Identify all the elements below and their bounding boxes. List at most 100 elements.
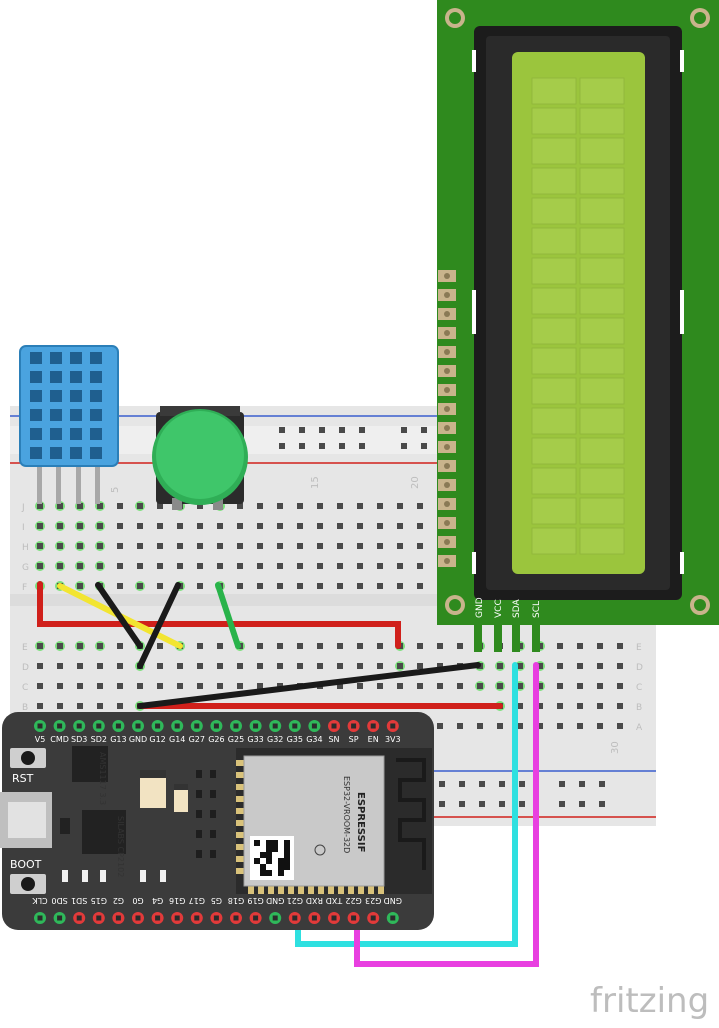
bb-hole bbox=[297, 543, 303, 549]
bb-hole bbox=[277, 583, 283, 589]
bb-hole bbox=[97, 703, 103, 709]
bb-hole bbox=[377, 563, 383, 569]
rail-hole bbox=[519, 781, 525, 787]
esp32-pin: CMD bbox=[50, 720, 69, 744]
rail-hole bbox=[479, 801, 485, 807]
bb-hole bbox=[37, 663, 43, 669]
wire-black-1 bbox=[95, 582, 143, 649]
bb-hole bbox=[35, 521, 45, 531]
usb-uart-chip bbox=[82, 810, 126, 854]
esp32-pin-label: GND bbox=[129, 735, 147, 744]
wire-red-upper bbox=[37, 581, 401, 649]
esp32-pin: G4 bbox=[151, 896, 164, 924]
bb-hole bbox=[297, 503, 303, 509]
bb-hole bbox=[577, 723, 583, 729]
bb-hole bbox=[157, 523, 163, 529]
bb-hole bbox=[77, 683, 83, 689]
bb-hole bbox=[457, 683, 463, 689]
bb-hole bbox=[557, 643, 563, 649]
bb-hole bbox=[537, 723, 543, 729]
bb-hole bbox=[597, 723, 603, 729]
bb-hole bbox=[137, 523, 143, 529]
bb-hole bbox=[357, 543, 363, 549]
bb-hole bbox=[297, 583, 303, 589]
push-button[interactable] bbox=[152, 406, 248, 510]
bb-hole bbox=[55, 561, 65, 571]
esp32-pin-label: G5 bbox=[211, 896, 222, 905]
esp32-pin: RXD bbox=[306, 896, 323, 924]
esp32-pin: G18 bbox=[228, 896, 244, 924]
rail-hole bbox=[401, 443, 407, 449]
esp32-pin-label: TXD bbox=[326, 896, 344, 905]
esp32-pin-label: G14 bbox=[169, 735, 185, 744]
bb-row-letter: B bbox=[636, 703, 642, 713]
bb-hole bbox=[95, 521, 105, 531]
bb-hole bbox=[95, 561, 105, 571]
bb-hole bbox=[257, 583, 263, 589]
bb-hole bbox=[135, 501, 145, 511]
bb-hole bbox=[137, 683, 143, 689]
bb-hole bbox=[477, 723, 483, 729]
bb-hole bbox=[337, 563, 343, 569]
esp32-pin: G16 bbox=[169, 896, 185, 924]
bb-hole bbox=[117, 503, 123, 509]
bb-hole bbox=[577, 643, 583, 649]
bb-hole bbox=[417, 543, 423, 549]
esp32-pin-label: G22 bbox=[345, 896, 361, 905]
bb-hole bbox=[177, 543, 183, 549]
bb-hole bbox=[137, 543, 143, 549]
esp32-pin: G2 bbox=[112, 896, 125, 924]
esp32-pin: G21 bbox=[287, 896, 303, 924]
boot-button[interactable]: BOOT bbox=[10, 858, 46, 894]
bb-hole bbox=[475, 681, 485, 691]
rail-hole bbox=[359, 427, 365, 433]
bb-hole bbox=[337, 663, 343, 669]
bb-hole bbox=[217, 563, 223, 569]
rail-hole bbox=[339, 427, 345, 433]
upper-rail-holes bbox=[279, 427, 427, 449]
esp32-pin-label: G26 bbox=[208, 735, 224, 744]
bb-hole bbox=[297, 663, 303, 669]
esp32-pin-label: G4 bbox=[152, 896, 163, 905]
bb-hole bbox=[337, 583, 343, 589]
bb-hole bbox=[377, 543, 383, 549]
esp32-pin-label: G21 bbox=[287, 896, 303, 905]
bb-row-letter: F bbox=[22, 583, 27, 593]
rail-hole bbox=[479, 781, 485, 787]
module-brand: ESPRESSIF bbox=[355, 792, 366, 852]
bb-hole bbox=[577, 683, 583, 689]
bb-hole bbox=[397, 563, 403, 569]
bb-hole bbox=[277, 643, 283, 649]
rst-button[interactable]: RST bbox=[10, 748, 46, 785]
bb-row-letter: H bbox=[22, 543, 29, 553]
bb-hole bbox=[217, 663, 223, 669]
bb-hole bbox=[237, 543, 243, 549]
bb-hole bbox=[157, 563, 163, 569]
bb-hole bbox=[317, 663, 323, 669]
bb-hole bbox=[157, 583, 163, 589]
esp32-pin-label: SP bbox=[349, 735, 359, 744]
bb-hole bbox=[157, 643, 163, 649]
bb-hole bbox=[397, 683, 403, 689]
bb-hole bbox=[337, 683, 343, 689]
bb-hole bbox=[117, 523, 123, 529]
rail-hole bbox=[359, 443, 365, 449]
bb-hole bbox=[257, 563, 263, 569]
esp32-pin-label: CMD bbox=[50, 735, 69, 744]
rail-hole bbox=[279, 427, 285, 433]
bb-hole bbox=[337, 543, 343, 549]
module-name: ESP32-VROOM-32D bbox=[342, 776, 351, 853]
bb-hole bbox=[217, 683, 223, 689]
rail-hole bbox=[339, 443, 345, 449]
bb-hole bbox=[437, 683, 443, 689]
bb-hole bbox=[157, 663, 163, 669]
bb-hole bbox=[297, 563, 303, 569]
rail-hole bbox=[439, 781, 445, 787]
rail-hole bbox=[319, 427, 325, 433]
rail-hole bbox=[599, 801, 605, 807]
bb-hole bbox=[157, 503, 163, 509]
bb-hole bbox=[237, 683, 243, 689]
bb-hole bbox=[55, 641, 65, 651]
